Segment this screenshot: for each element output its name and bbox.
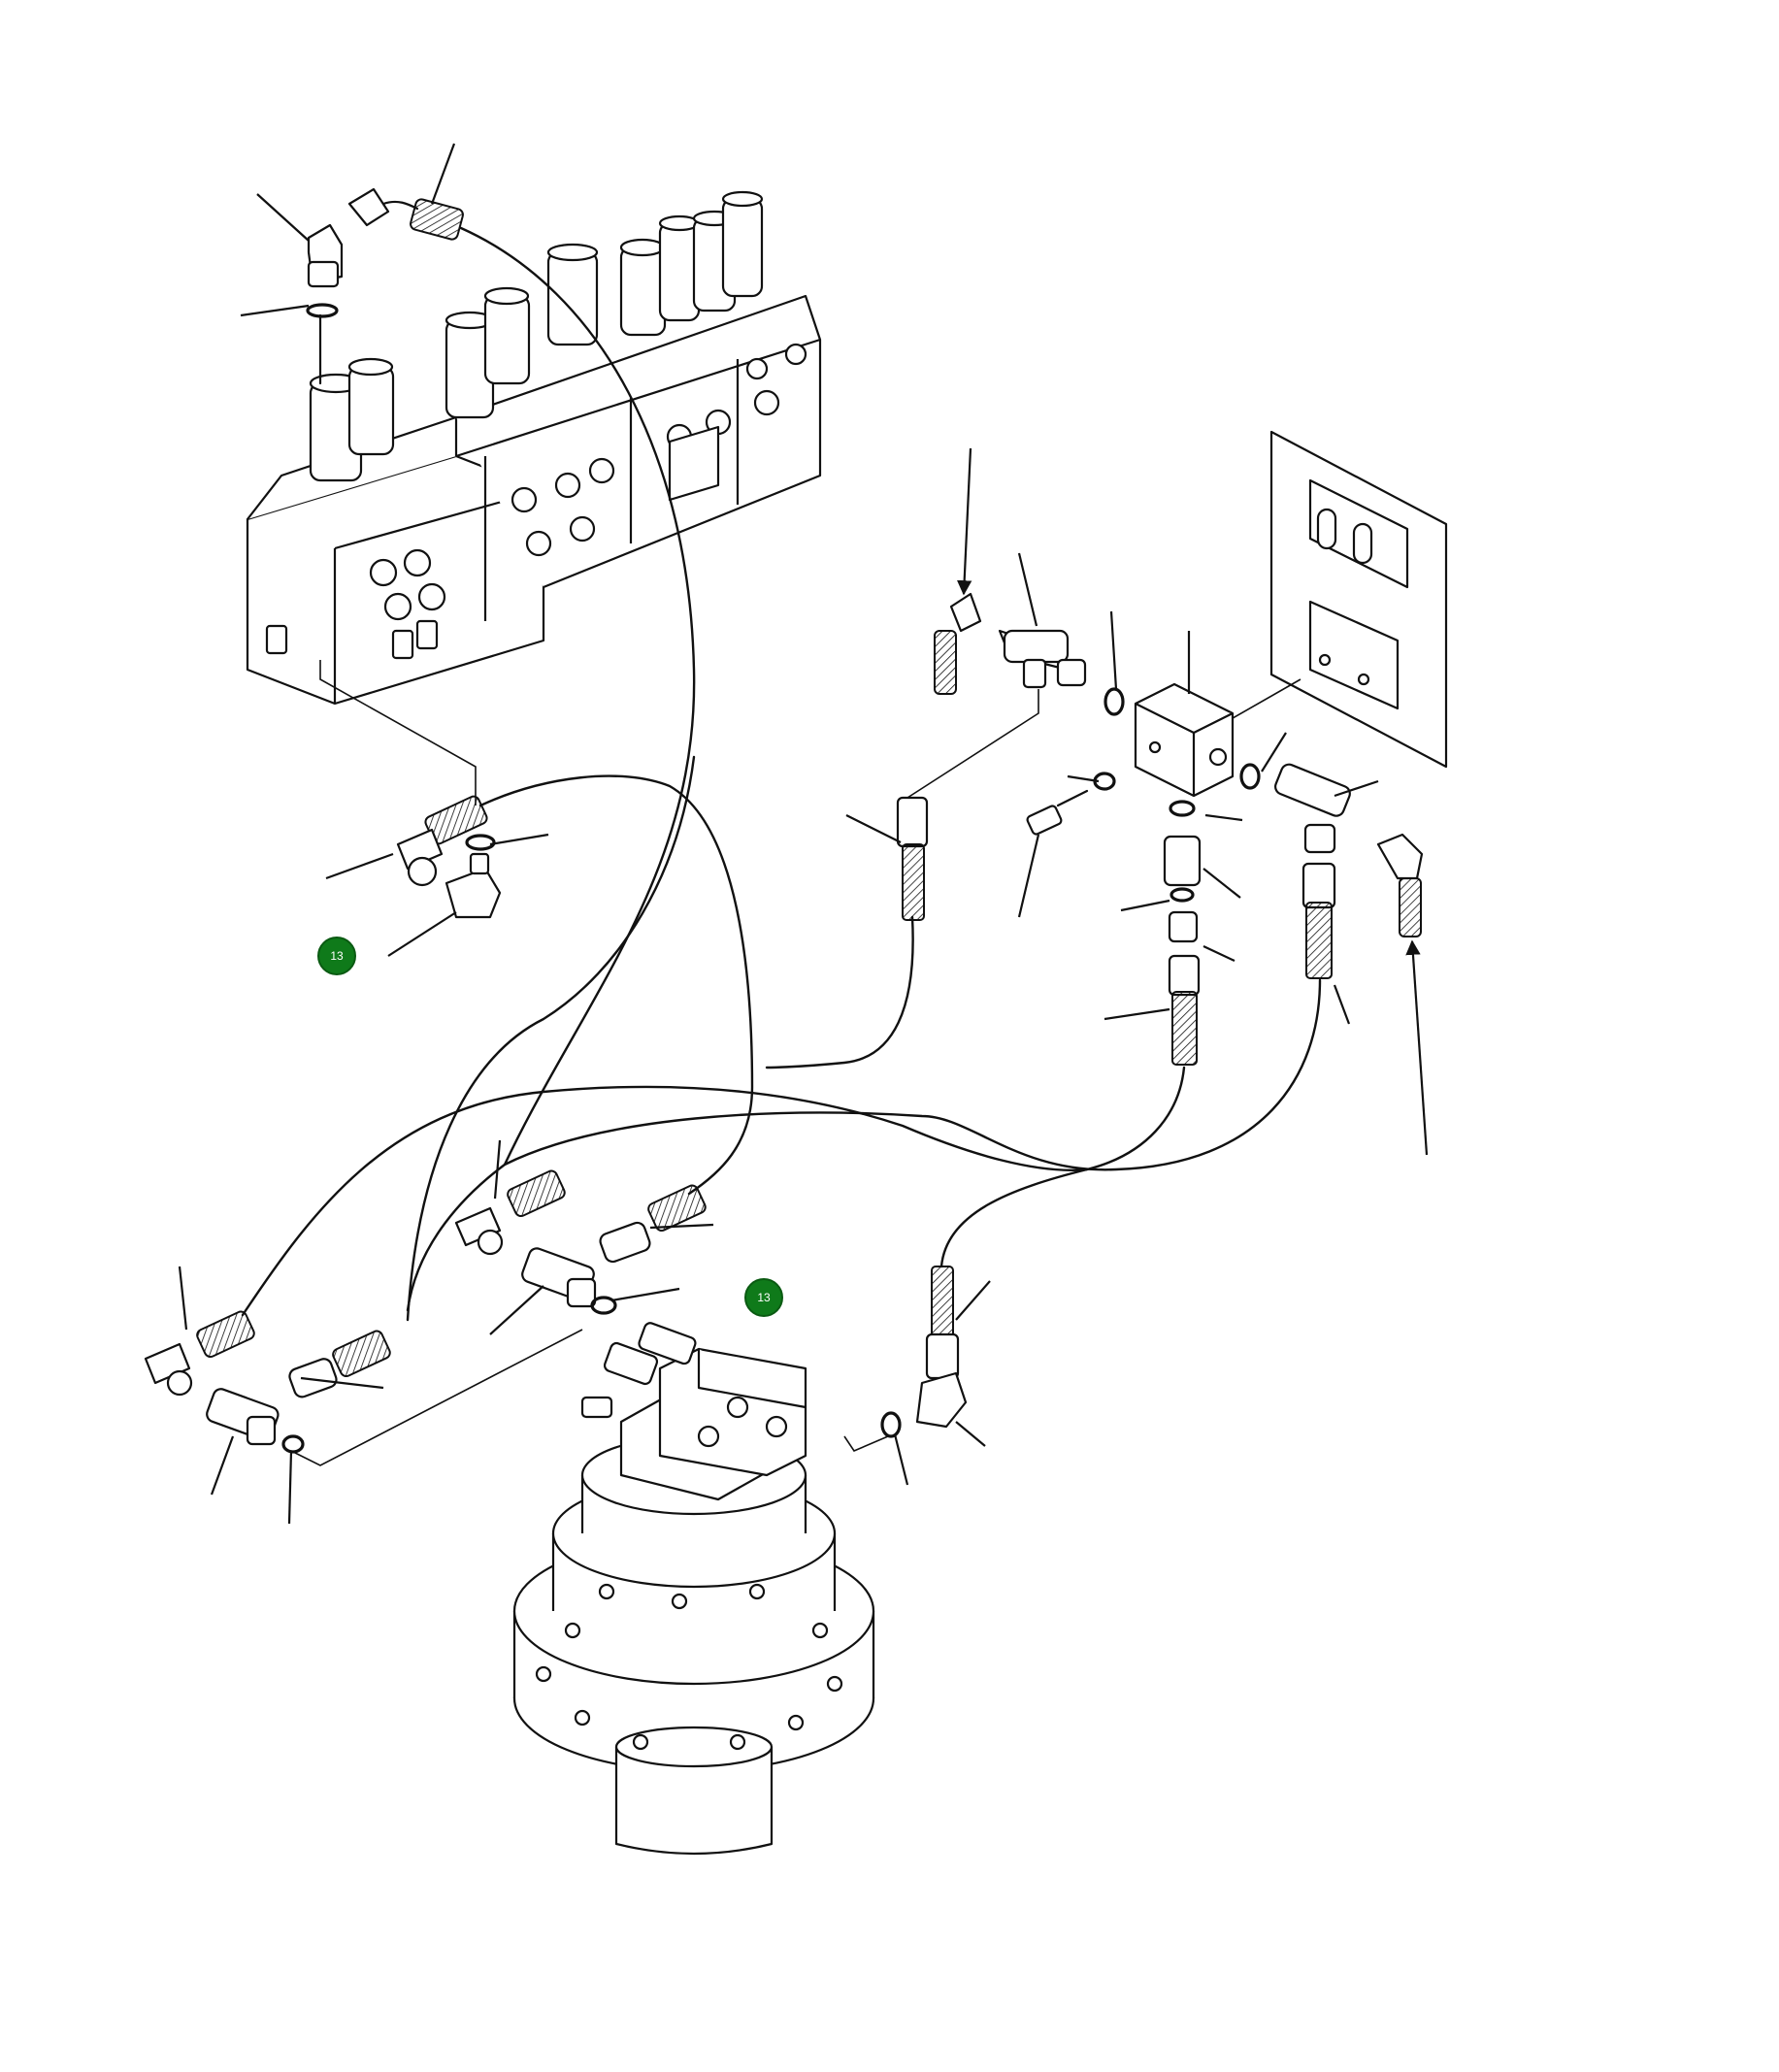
leader-lines bbox=[178, 143, 1429, 1525]
motor-elbow-fittings bbox=[880, 1266, 968, 1438]
control-valve-block bbox=[246, 190, 822, 706]
swing-motor-gearbox bbox=[512, 1322, 875, 1856]
manifold-block bbox=[1134, 678, 1301, 798]
right-fittings bbox=[896, 592, 1424, 1066]
top-hose-fittings bbox=[306, 187, 464, 385]
callout-badge-2[interactable]: 13 bbox=[744, 1278, 783, 1317]
center-fittings bbox=[454, 1169, 707, 1315]
mounting-bracket bbox=[1269, 430, 1448, 769]
callout-badge-1[interactable]: 13 bbox=[317, 937, 356, 975]
hydraulic-hoses bbox=[241, 226, 1322, 1322]
left-mid-fittings bbox=[396, 795, 502, 919]
callout-badge-2-label: 13 bbox=[757, 1291, 771, 1304]
callout-badge-1-label: 13 bbox=[330, 949, 344, 963]
alignment-lines bbox=[290, 660, 1039, 1466]
lower-left-fittings bbox=[144, 1310, 391, 1454]
